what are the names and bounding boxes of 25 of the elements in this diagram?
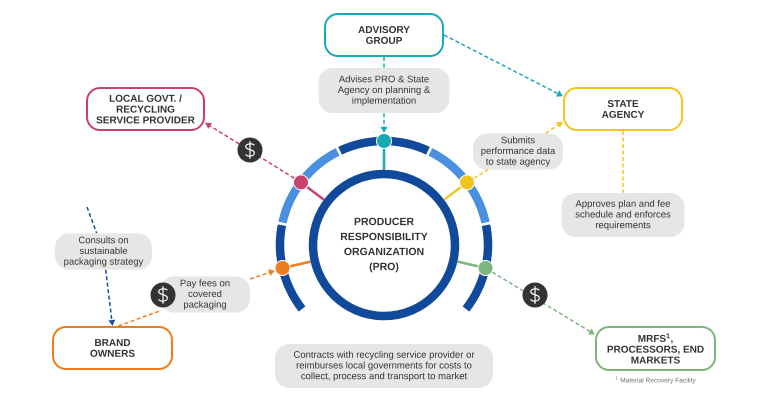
connector-dot	[293, 174, 309, 190]
text-pill: Consults on sustainable packaging strategy	[55, 233, 152, 270]
rounded-box: ADVISORY GROUP	[324, 13, 444, 57]
rounded-box: BRAND OWNERS	[52, 326, 173, 370]
dashed-line	[383, 57, 385, 68]
connector-dot	[459, 174, 475, 190]
dashed-line	[118, 310, 160, 327]
rounded-box: MRFS$^{1}$, PROCESSORS, END MARKETS	[595, 326, 716, 371]
connector-dot	[478, 260, 494, 276]
connector-line	[443, 186, 462, 201]
text-pill: Submits performance data to state agency	[473, 133, 563, 170]
text-pill: Approves plan and fee schedule and enforces requirements	[562, 193, 684, 237]
connector-dot	[376, 133, 392, 149]
dashed-line	[473, 169, 488, 179]
text-pill: Contracts with recycling service provider or reimburses local governments for costs to collect, process and transport to market	[275, 344, 493, 388]
text-pill: Advises PRO & State Agency on planning & implementation	[318, 68, 450, 113]
connector-line	[382, 149, 386, 170]
connector-line	[306, 186, 325, 201]
rounded-box: LOCAL GOVT. / RECYCLING SERVICE PROVIDER	[86, 87, 205, 131]
connector-dot	[274, 260, 290, 276]
rounded-box: STATE AGENCY	[563, 87, 683, 131]
dashed-line	[622, 131, 624, 193]
connector-line	[290, 260, 311, 268]
connector-line	[457, 260, 478, 268]
dashed-line	[86, 206, 98, 234]
